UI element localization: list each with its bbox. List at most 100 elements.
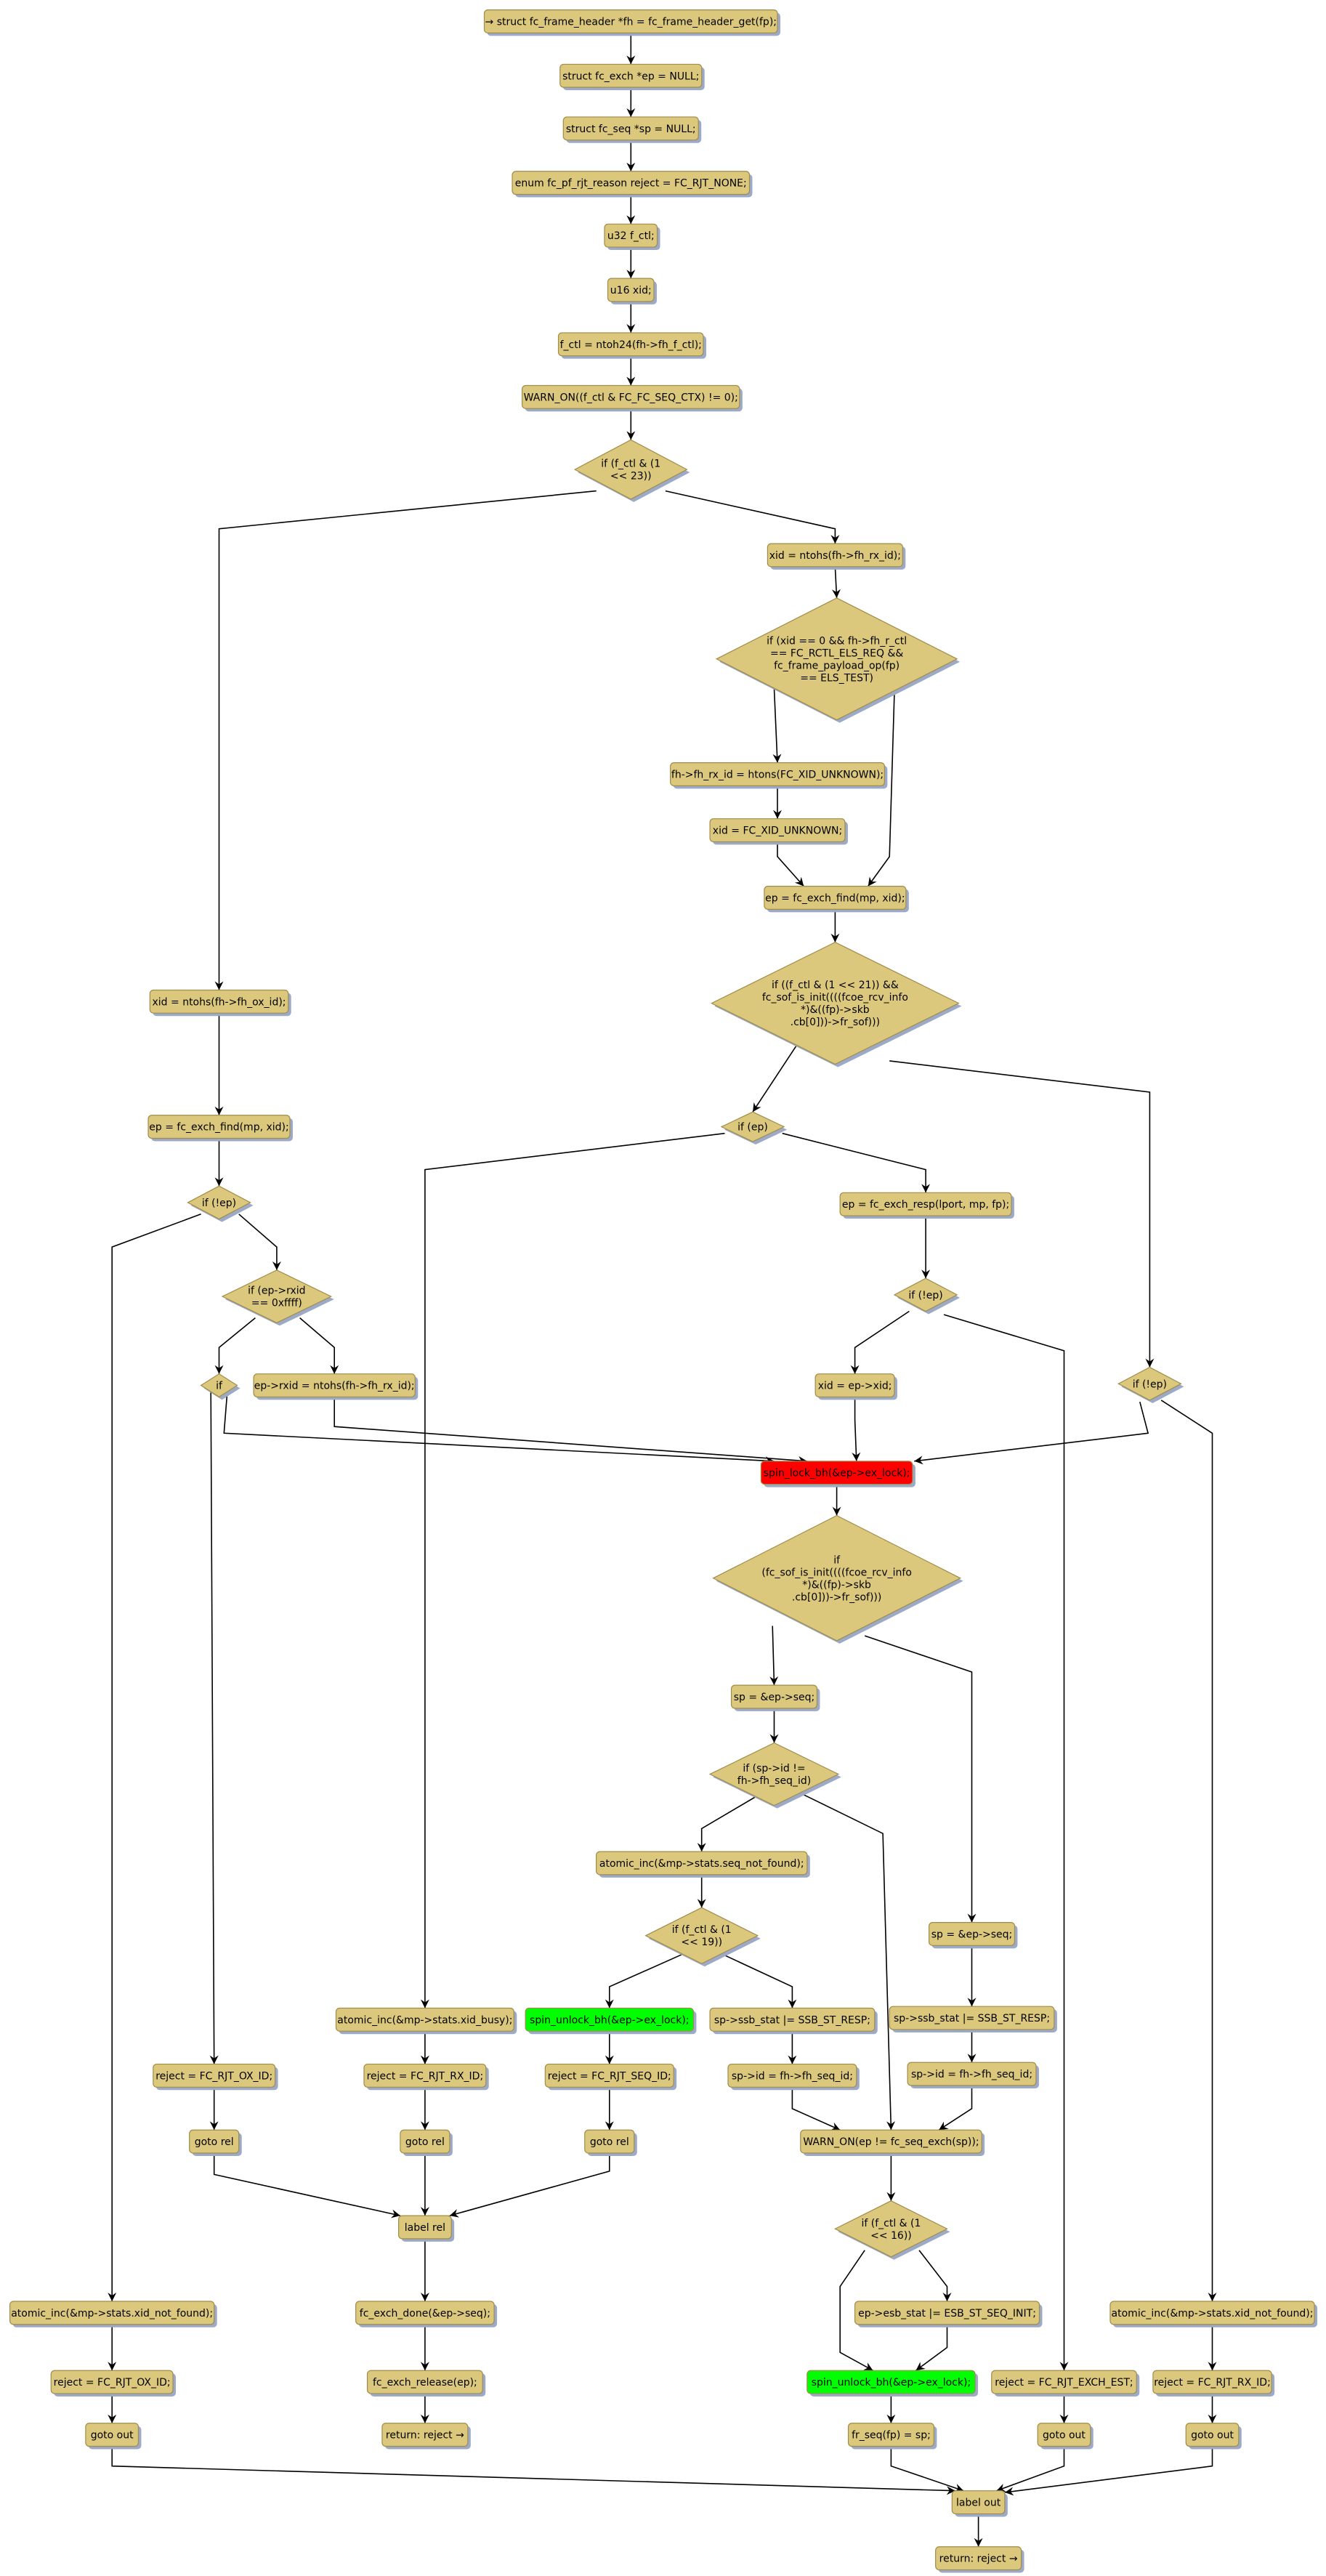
statement-n20: spin_unlock_bh(&ep->ex_lock); — [525, 2007, 697, 2035]
decision-d8: if (ep->rxid== 0xffff) — [221, 1269, 334, 1326]
decision-d10: if(fc_sof_is_init((((fcoe_rcv_info*)&((f… — [712, 1514, 963, 1644]
statement-box — [525, 2007, 695, 2032]
statement-n12: ep = fc_exch_find(mp, xid); — [764, 886, 909, 913]
node-label: == FC_RCTL_ELS_REQ && — [770, 647, 903, 659]
statement-n30: spin_unlock_bh(&ep->ex_lock); — [806, 2370, 979, 2397]
statement-box — [889, 2006, 1055, 2030]
statement-box — [1185, 2423, 1240, 2447]
node-label: goto rel — [405, 2136, 445, 2148]
statement-n1: → struct fc_frame_header *fh = fc_frame_… — [483, 9, 781, 36]
edge-d12-to-n21 — [721, 1953, 797, 2008]
node-label: .cb[0]))->fr_sof))) — [791, 1017, 880, 1028]
statement-n14: xid = ep->xid; — [814, 1373, 897, 1400]
statement-box — [928, 1921, 1016, 1946]
statement-n26: sp = &ep->seq; — [928, 1921, 1018, 1949]
decision-diamond — [834, 2200, 948, 2258]
decision-d11: if (sp->id !=fh->fh_seq_id) — [708, 1742, 841, 1809]
decision-d13: if (f_ctl & (1<< 16)) — [834, 2200, 950, 2260]
statement-box — [512, 171, 751, 195]
edge-n9-to-d2 — [831, 566, 841, 598]
statement-box — [400, 2129, 450, 2154]
node-label: ep->rxid = ntohs(fh->fh_rx_id); — [254, 1381, 415, 1392]
node-label: == 0xffff) — [251, 1298, 302, 1309]
statement-box — [767, 543, 903, 568]
node-label: fc_frame_payload_op(fp) — [774, 660, 900, 671]
node-label: label rel — [405, 2222, 445, 2234]
node-label: reject = FC_RJT_SEQ_ID; — [548, 2070, 671, 2082]
node-label: fc_exch_done(&ep->seq); — [360, 2308, 490, 2319]
decision-d7: if (!ep) — [187, 1185, 254, 1222]
decision-d12: if (f_ctl & (1<< 19)) — [644, 1907, 761, 1967]
statement-n11: xid = FC_XID_UNKNOWN; — [709, 818, 848, 845]
statement-n40: fc_exch_done(&ep->seq); — [355, 2301, 498, 2327]
statement-n24: goto rel — [584, 2129, 637, 2156]
statement-n29: ep->esb_stat |= ESB_ST_SEQ_INIT; — [854, 2301, 1043, 2327]
statement-n21: sp->ssb_stat |= SSB_ST_RESP; — [709, 2007, 878, 2035]
edge-d1-to-n9 — [665, 490, 840, 544]
node-label: reject = FC_RJT_EXCH_EST; — [995, 2377, 1133, 2389]
node-label: spin_unlock_bh(&ep->ex_lock); — [812, 2377, 971, 2389]
edge-d10-to-n26 — [864, 1635, 977, 1923]
statement-box — [85, 2423, 140, 2447]
node-label: if (!ep) — [202, 1198, 236, 1209]
decision-diamond — [644, 1907, 759, 1964]
node-label: == ELS_TEST) — [800, 672, 873, 684]
node-label: fc_exch_release(ep); — [373, 2377, 477, 2389]
statement-n6: u16 xid; — [607, 278, 657, 304]
node-label: fh->fh_seq_id) — [737, 1775, 811, 1787]
statement-n31: fr_seq(fp) = sp; — [847, 2423, 937, 2450]
statement-box — [147, 1115, 291, 1139]
statement-out: label out — [951, 2490, 1008, 2517]
statement-n33: goto out — [1037, 2423, 1093, 2450]
statement-n45: atomic_inc(&mp->stats.xid_not_found); — [9, 2301, 217, 2327]
decision-d2: if (xid == 0 && fh->fh_r_ctl== FC_RCTL_E… — [715, 597, 961, 723]
statement-box — [951, 2490, 1006, 2515]
node-label: goto rel — [195, 2136, 234, 2148]
edge-d5-to-n14 — [850, 1310, 910, 1374]
statement-rel: label rel — [398, 2215, 455, 2242]
edge-d8-to-d9 — [214, 1317, 256, 1374]
statement-box — [854, 2301, 1040, 2325]
node-label: sp->ssb_stat |= SSB_ST_RESP; — [894, 2013, 1050, 2024]
edge-d9-to-lock — [223, 1392, 775, 1466]
decision-d4: if (ep) — [720, 1111, 788, 1145]
edge-n11-to-n12 — [777, 841, 804, 887]
node-label: spin_unlock_bh(&ep->ex_lock); — [530, 2014, 689, 2026]
decision-diamond — [710, 942, 960, 1065]
node-label: fr_seq(fp) = sp; — [852, 2430, 931, 2442]
statement-box — [189, 2129, 240, 2154]
node-label: label out — [956, 2498, 1001, 2509]
node-label: struct fc_exch *ep = NULL; — [562, 70, 699, 82]
statement-box — [355, 2301, 495, 2325]
statement-box — [149, 989, 289, 1014]
statement-box — [335, 2007, 514, 2032]
edge-n23-to-n25 — [791, 2087, 841, 2131]
node-label: ep = fc_exch_resp(lport, mp, fp); — [842, 1199, 1009, 1211]
node-label: xid = FC_XID_UNKNOWN; — [713, 825, 842, 837]
statement-n9: xid = ntohs(fh->fh_rx_id); — [767, 543, 906, 570]
node-label: xid = ntohs(fh->fh_ox_id); — [153, 996, 286, 1008]
decision-d9: if — [200, 1373, 240, 1400]
node-label: struct fc_seq *sp = NULL; — [566, 124, 696, 135]
node-label: enum fc_pf_rjt_reason reject = FC_RJT_NO… — [515, 178, 747, 190]
edge-d4-to-n13 — [782, 1132, 931, 1193]
statement-n35: reject = FC_RJT_RX_ID; — [1152, 2370, 1275, 2397]
edge-n24-to-rel — [449, 2153, 610, 2218]
statement-n10: fh->fh_rx_id = htons(FC_XID_UNKNOWN); — [670, 762, 888, 789]
statement-n47: goto out — [85, 2423, 142, 2450]
statement-box — [363, 2063, 487, 2088]
edge-d13-to-n30 — [839, 2250, 873, 2371]
edge-d8-to-n17 — [299, 1317, 339, 1374]
edge-d9-to-n43 — [209, 1392, 219, 2064]
node-label: sp = &ep->seq; — [931, 1929, 1013, 1940]
edge-d10-to-n18 — [769, 1626, 779, 1686]
node-label: sp->id = fh->fh_seq_id; — [911, 2069, 1032, 2080]
node-label: fc_sof_is_init((((fcoe_rcv_info — [762, 992, 908, 1004]
statement-n23: sp->id = fh->fh_seq_id; — [727, 2063, 860, 2091]
decision-d5: if (!ep) — [893, 1277, 961, 1315]
node-label: .cb[0]))->fr_sof))) — [792, 1591, 881, 1603]
node-label: if — [833, 1554, 841, 1566]
decision-diamond — [200, 1373, 238, 1398]
node-label: u32 f_ctl; — [607, 230, 655, 242]
node-label: goto out — [91, 2430, 134, 2442]
